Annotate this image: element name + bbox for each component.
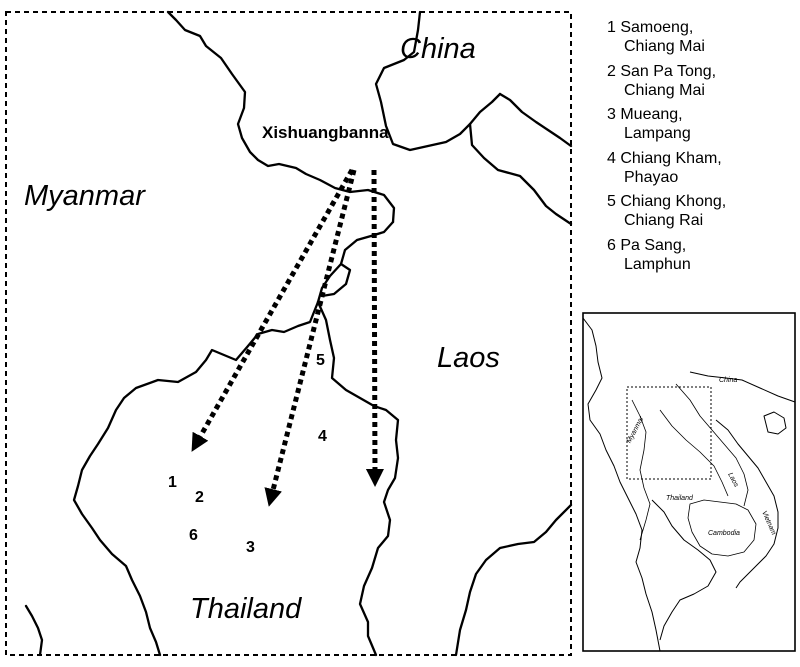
border-thailand-laos — [316, 300, 400, 657]
inset-border-cambodia — [687, 499, 757, 557]
site-marker-2: 2 — [195, 489, 204, 506]
inset-label-china: China — [719, 377, 737, 384]
legend-item-2-province: Chiang Mai — [624, 82, 705, 99]
site-marker-1: 1 — [168, 474, 177, 491]
inset-map: China Myanmar Laos Vietnam Thailand Camb… — [582, 312, 796, 652]
border-laos-thailand-south — [454, 503, 573, 657]
legend-item-5-province: Chiang Rai — [624, 212, 703, 229]
inset-coastline — [582, 317, 661, 652]
legend-item-1-province: Chiang Mai — [624, 38, 705, 55]
legend: 1 Samoeng, Chiang Mai 2 San Pa Tong, Chi… — [607, 19, 726, 273]
border-myanmar-laos — [316, 220, 395, 304]
inset-border-laos — [675, 383, 749, 507]
border-myanmar-thailand — [72, 300, 320, 657]
inset-china-coast — [689, 371, 796, 403]
main-map-frame — [5, 11, 572, 656]
legend-item-6-province: Lamphun — [624, 256, 691, 273]
legend-item-4-name: 4 Chiang Kham, — [607, 150, 722, 167]
inset-label-cambodia: Cambodia — [708, 530, 740, 537]
arrow-to-western-sites — [191, 168, 355, 452]
border-china-laos — [374, 10, 502, 152]
arrow-to-eastern-sites — [365, 169, 384, 487]
legend-item-4-province: Phayao — [624, 169, 678, 186]
label-china: China — [400, 33, 476, 65]
label-thailand: Thailand — [190, 593, 302, 625]
inset-hainan — [763, 411, 787, 435]
inset-border-thailand-myanmar — [631, 399, 651, 541]
legend-item-3-name: 3 Mueang, — [607, 106, 683, 123]
site-marker-5: 5 — [316, 352, 325, 369]
label-origin: Xishuangbanna — [262, 123, 389, 142]
inset-label-thailand: Thailand — [666, 495, 694, 502]
legend-item-3-province: Lampang — [624, 125, 691, 142]
legend-item-1-name: 1 Samoeng, — [607, 19, 693, 36]
border-laos-east — [498, 92, 573, 148]
site-marker-4: 4 — [318, 428, 327, 445]
inset-vietnam-coast — [715, 419, 779, 589]
inset-focus-box — [626, 386, 712, 480]
site-marker-3: 3 — [246, 539, 255, 556]
site-marker-6: 6 — [189, 527, 198, 544]
label-laos: Laos — [437, 342, 500, 374]
legend-item-2-name: 2 San Pa Tong, — [607, 63, 716, 80]
inset-border-thailand-laos — [659, 409, 729, 497]
coast-bottom-left — [24, 604, 44, 657]
arrow-to-central-sites — [264, 169, 357, 507]
label-myanmar: Myanmar — [24, 180, 146, 212]
inset-gulf-thailand — [651, 499, 717, 641]
legend-item-5-name: 5 Chiang Khong, — [607, 193, 726, 210]
border-myanmar-china — [166, 10, 396, 224]
inset-frame — [582, 312, 796, 652]
river-mekong — [320, 262, 352, 298]
border-laos-east-2 — [468, 122, 573, 226]
main-map: China Myanmar Laos Thailand Xishuangbann… — [5, 10, 573, 657]
legend-item-6-name: 6 Pa Sang, — [607, 237, 686, 254]
